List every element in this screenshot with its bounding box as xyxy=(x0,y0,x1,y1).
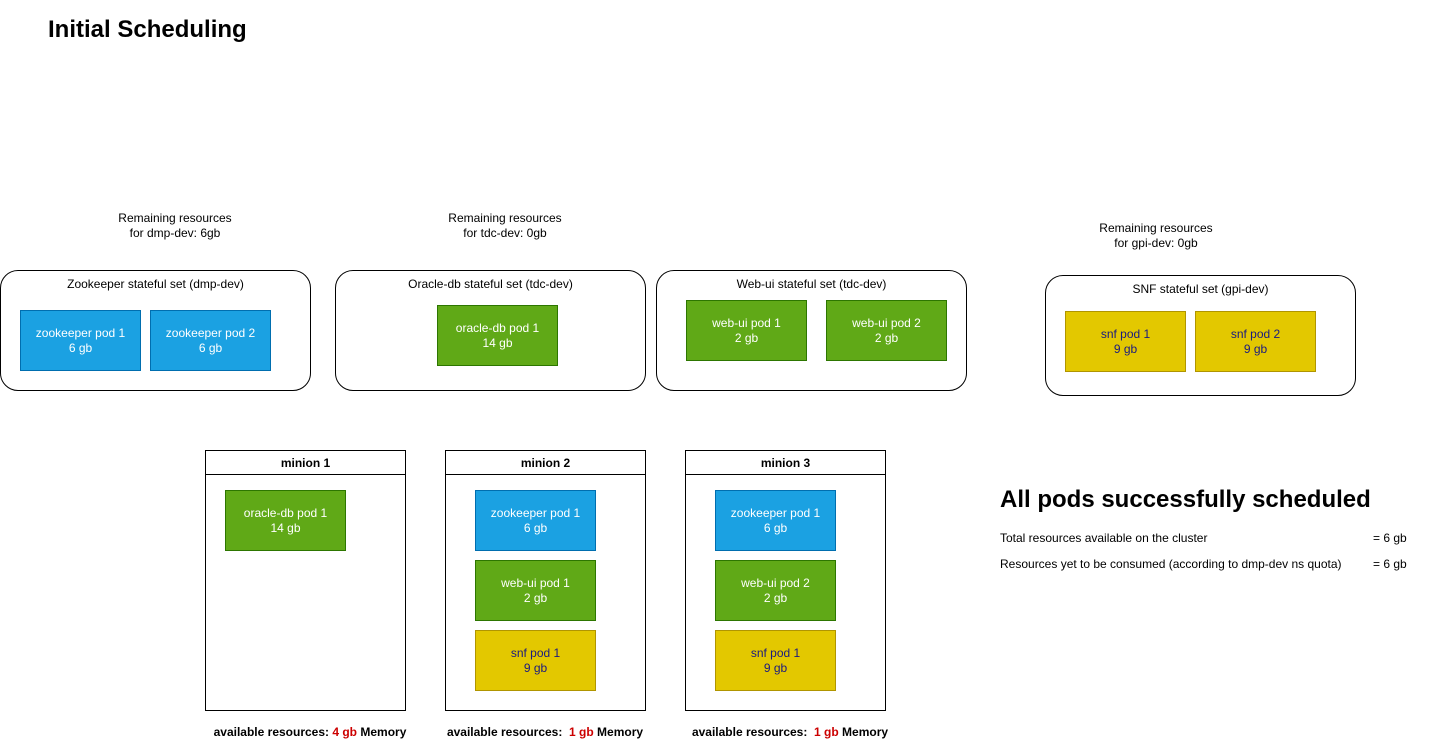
pod-name: oracle-db pod 1 xyxy=(455,320,540,335)
pod-size: 9 gb xyxy=(523,660,548,675)
pod-snf-1[interactable]: snf pod 1 9 gb xyxy=(1065,311,1186,372)
available-suffix: Memory xyxy=(357,725,407,739)
pod-size: 9 gb xyxy=(1113,341,1138,356)
pod-name: snf pod 2 xyxy=(1230,326,1281,341)
minion-2-available-resources: available resources: 1 gb Memory xyxy=(425,725,665,740)
pod-size: 14 gb xyxy=(270,520,301,535)
pod-name: snf pod 1 xyxy=(510,645,561,660)
summary-row-label: Total resources available on the cluster xyxy=(1000,531,1208,545)
available-prefix: available resources: xyxy=(691,725,815,739)
pod-web-ui-1[interactable]: web-ui pod 1 2 gb xyxy=(475,560,596,621)
summary-title: All pods successfully scheduled xyxy=(1000,486,1371,513)
minion-header: minion 2 xyxy=(446,451,645,475)
available-suffix: Memory xyxy=(838,725,889,739)
pod-size: 9 gb xyxy=(1243,341,1268,356)
pod-name: zookeeper pod 1 xyxy=(35,325,126,340)
remaining-value: for tdc-dev: 0gb xyxy=(463,226,547,240)
remaining-resources-tdc-dev: Remaining resources for tdc-dev: 0gb xyxy=(405,211,605,241)
pod-snf-1[interactable]: snf pod 1 9 gb xyxy=(475,630,596,691)
pod-size: 6 gb xyxy=(763,520,788,535)
minion-1-available-resources: available resources: 4 gb Memory xyxy=(190,725,430,740)
pod-name: zookeeper pod 2 xyxy=(165,325,256,340)
remaining-label: Remaining resources xyxy=(1099,221,1213,235)
minion-2-node[interactable]: minion 2 zookeeper pod 1 6 gb web-ui pod… xyxy=(445,450,646,711)
pod-size: 14 gb xyxy=(482,335,513,350)
pod-name: snf pod 1 xyxy=(750,645,801,660)
pod-zookeeper-1[interactable]: zookeeper pod 1 6 gb xyxy=(475,490,596,551)
pod-oracle-db-1[interactable]: oracle-db pod 1 14 gb xyxy=(437,305,558,366)
pod-snf-1[interactable]: snf pod 1 9 gb xyxy=(715,630,836,691)
pod-size: 2 gb xyxy=(523,590,548,605)
pod-size: 6 gb xyxy=(68,340,93,355)
pod-web-ui-2[interactable]: web-ui pod 2 2 gb xyxy=(826,300,947,361)
minion-3-available-resources: available resources: 1 gb Memory xyxy=(670,725,910,740)
remaining-value: for gpi-dev: 0gb xyxy=(1114,236,1198,250)
pod-name: snf pod 1 xyxy=(1100,326,1151,341)
stateful-set-label: Oracle-db stateful set (tdc-dev) xyxy=(408,277,573,291)
minion-header: minion 3 xyxy=(686,451,885,475)
available-prefix: available resources: xyxy=(446,725,570,739)
pod-web-ui-2[interactable]: web-ui pod 2 2 gb xyxy=(715,560,836,621)
pod-name: web-ui pod 1 xyxy=(501,575,570,590)
remaining-value: for dmp-dev: 6gb xyxy=(129,226,221,240)
pod-size: 6 gb xyxy=(198,340,223,355)
remaining-label: Remaining resources xyxy=(448,211,562,225)
pod-oracle-db-1[interactable]: oracle-db pod 1 14 gb xyxy=(225,490,346,551)
stateful-set-label: Zookeeper stateful set (dmp-dev) xyxy=(67,277,244,291)
remaining-resources-dmp-dev: Remaining resources for dmp-dev: 6gb xyxy=(75,211,275,241)
summary-row-value: = 6 gb xyxy=(1373,531,1407,545)
pod-name: zookeeper pod 1 xyxy=(730,505,821,520)
pod-size: 2 gb xyxy=(874,330,899,345)
minion-3-node[interactable]: minion 3 zookeeper pod 1 6 gb web-ui pod… xyxy=(685,450,886,711)
available-prefix: available resources: xyxy=(213,725,333,739)
pod-zookeeper-2[interactable]: zookeeper pod 2 6 gb xyxy=(150,310,271,371)
summary-row-label: Resources yet to be consumed (according … xyxy=(1000,557,1342,571)
pod-size: 6 gb xyxy=(523,520,548,535)
available-amount: 1 gb xyxy=(814,725,839,739)
pod-web-ui-1[interactable]: web-ui pod 1 2 gb xyxy=(686,300,807,361)
pod-name: zookeeper pod 1 xyxy=(490,505,581,520)
available-amount: 1 gb xyxy=(569,725,594,739)
stateful-set-web-ui[interactable]: Web-ui stateful set (tdc-dev) web-ui pod… xyxy=(656,270,967,391)
stateful-set-zookeeper[interactable]: Zookeeper stateful set (dmp-dev) zookeep… xyxy=(0,270,311,391)
available-amount: 4 gb xyxy=(332,725,358,739)
stateful-set-label: Web-ui stateful set (tdc-dev) xyxy=(736,277,887,291)
pod-name: web-ui pod 2 xyxy=(852,315,921,330)
pod-name: oracle-db pod 1 xyxy=(243,505,328,520)
stateful-set-snf[interactable]: SNF stateful set (gpi-dev) snf pod 1 9 g… xyxy=(1045,275,1356,396)
remaining-label: Remaining resources xyxy=(118,211,232,225)
pod-zookeeper-1[interactable]: zookeeper pod 1 6 gb xyxy=(20,310,141,371)
summary-row-value: = 6 gb xyxy=(1373,557,1407,571)
stateful-set-label: SNF stateful set (gpi-dev) xyxy=(1132,282,1269,296)
available-suffix: Memory xyxy=(593,725,644,739)
pod-name: web-ui pod 2 xyxy=(741,575,810,590)
pod-size: 2 gb xyxy=(734,330,759,345)
pod-size: 9 gb xyxy=(763,660,788,675)
pod-snf-2[interactable]: snf pod 2 9 gb xyxy=(1195,311,1316,372)
page-title: Initial Scheduling xyxy=(48,16,247,43)
pod-size: 2 gb xyxy=(763,590,788,605)
pod-zookeeper-1[interactable]: zookeeper pod 1 6 gb xyxy=(715,490,836,551)
pod-name: web-ui pod 1 xyxy=(712,315,781,330)
minion-header: minion 1 xyxy=(206,451,405,475)
remaining-resources-gpi-dev: Remaining resources for gpi-dev: 0gb xyxy=(1056,221,1256,251)
stateful-set-oracle-db[interactable]: Oracle-db stateful set (tdc-dev) oracle-… xyxy=(335,270,646,391)
minion-1-node[interactable]: minion 1 oracle-db pod 1 14 gb xyxy=(205,450,406,711)
